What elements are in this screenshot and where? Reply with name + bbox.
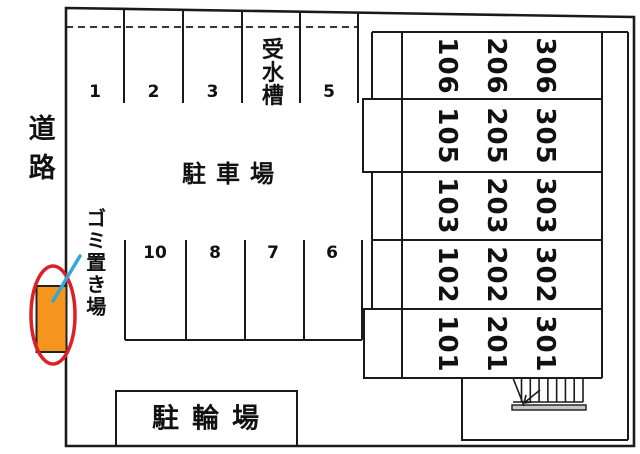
stairs-icon: [511, 377, 587, 411]
room-203-label: 203: [481, 177, 512, 235]
room-202-label: 202: [481, 245, 512, 304]
bottom-parking-stall-dividers: [124, 240, 363, 340]
room-206-label: 206: [481, 36, 512, 95]
room-205-label: 205: [481, 106, 512, 165]
room-201-label: 201: [481, 314, 512, 373]
highlight-ellipse-icon: [29, 264, 77, 366]
room-301-label: 301: [530, 314, 561, 373]
room-303-label: 303: [530, 177, 561, 235]
parking-stall-7-label: 7: [267, 242, 279, 263]
room-302-label: 302: [530, 245, 561, 304]
parking-area-label: 駐車場: [182, 160, 284, 189]
parking-stall-3-label: 3: [206, 81, 219, 102]
bicycle-parking-label: 駐輪場: [152, 403, 272, 435]
entrance-extension: [461, 378, 628, 441]
stair-landing-lower: [363, 308, 403, 379]
road-label: 道路: [23, 114, 55, 192]
parking-stall-10-label: 10: [143, 242, 167, 263]
parking-stall-2-label: 2: [147, 81, 160, 102]
room-305-label: 305: [530, 106, 561, 165]
garbage-area-label: ゴミ置き場: [82, 208, 107, 318]
building-outline: [362, 31, 629, 441]
room-306-label: 306: [530, 36, 561, 95]
room-101-label: 101: [432, 314, 463, 373]
room-102-label: 102: [432, 245, 463, 304]
stair-landing-upper: [362, 98, 403, 173]
room-105-label: 105: [432, 106, 463, 165]
parking-stall-8-label: 8: [209, 242, 221, 263]
parking-stall-6-label: 6: [326, 242, 338, 263]
parking-stall-5-label: 5: [323, 81, 335, 102]
room-106-label: 106: [432, 36, 463, 95]
garbage-bin-rect: [35, 285, 68, 353]
water-tank-label: 受水槽: [257, 37, 283, 107]
top-parking-stall-dividers: [123, 8, 359, 103]
room-103-label: 103: [432, 177, 463, 235]
parking-stall-1-label: 1: [89, 81, 101, 102]
pointer-line-icon: [51, 254, 82, 303]
